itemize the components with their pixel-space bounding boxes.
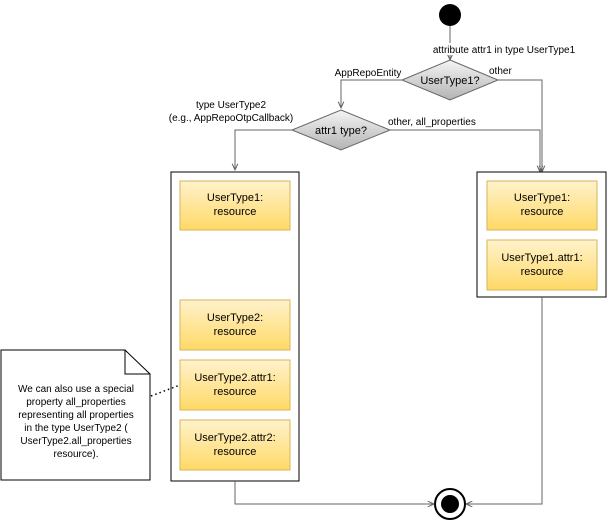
edge-decision1-right [498,79,542,172]
svg-text:UserType2.attr1:: UserType2.attr1: [194,372,275,384]
note-line-6: resource). [53,449,98,460]
left-node-usertype2-attr1: UserType2.attr1: resource [179,359,291,411]
left-node-usertype2-attr2: UserType2.attr2: resource [179,419,291,471]
edge-decision2-right [390,129,540,172]
decision2-left-label-line2: (e.g., AppRepoOtpCallback) [169,113,294,124]
svg-text:UserType1:: UserType1: [207,192,263,204]
start-node [439,4,461,26]
note-line-2: property all_properties [26,397,126,408]
svg-text:UserType1:: UserType1: [514,192,570,204]
start-edge-label: attribute attr1 in type UserType1 [433,45,576,56]
left-node-usertype2: UserType2: resource [179,299,291,351]
left-node-usertype1: UserType1: resource [179,180,291,231]
note-shape [0,349,151,481]
note-fold [124,350,150,375]
note-line-3: representing all properties [18,410,134,421]
svg-text:resource: resource [214,386,257,398]
decision2-left-label-line1: type UserType2 [196,100,266,111]
edge-left-to-end [234,481,434,504]
decision-attr1-type [290,109,392,151]
note-line-5: UserType2.all_properties [20,436,131,447]
decision-attr1-type-label: attr1 type? [315,125,367,137]
edge-decision2-left [235,129,292,170]
note-connector [150,384,181,397]
end-node-inner [441,495,459,513]
decision1-left-label: AppRepoEntity [335,68,402,79]
edge-right-to-end [466,297,543,504]
edge-decision1-left [341,79,402,108]
svg-text:resource: resource [521,266,564,278]
decision-usertype1-label: UserType1? [420,75,479,87]
decision1-right-label: other [489,66,512,77]
svg-text:UserType2.attr2:: UserType2.attr2: [194,432,275,444]
right-node-usertype1-attr1: UserType1.attr1: resource [486,239,598,291]
note-line-4: in the type UserType2 ( [24,423,128,434]
note-line-1: We can also use a special [18,384,134,395]
decision-usertype1 [400,59,500,101]
svg-text:UserType1.attr1:: UserType1.attr1: [501,252,582,264]
right-node-usertype1: UserType1: resource [486,180,598,231]
svg-text:resource: resource [214,446,257,458]
decision2-right-label: other, all_properties [388,117,476,128]
svg-text:resource: resource [521,206,564,218]
svg-text:resource: resource [214,206,257,218]
svg-text:UserType2:: UserType2: [207,312,263,324]
svg-text:resource: resource [214,326,257,338]
